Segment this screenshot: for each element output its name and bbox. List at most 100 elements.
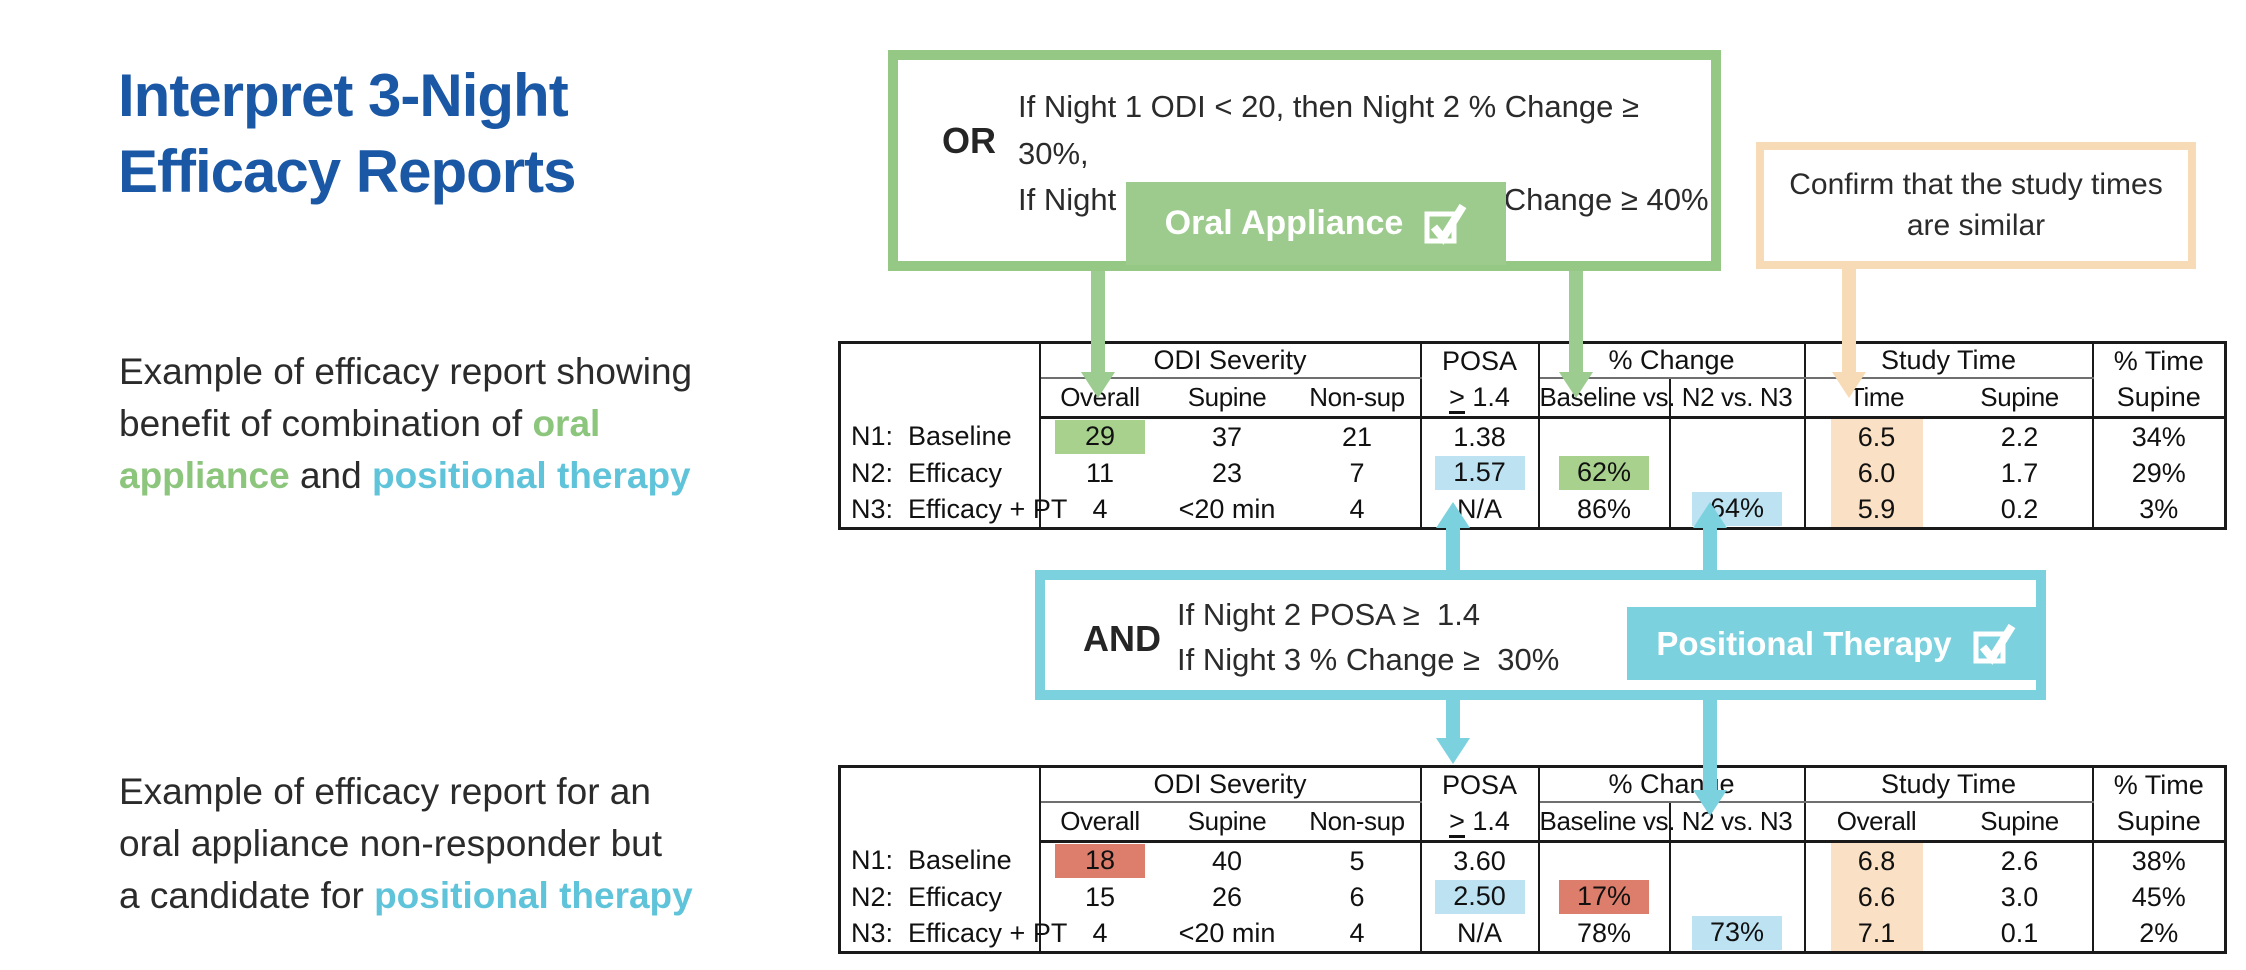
or-condition-line1: If Night 1 ODI < 20, then Night 2 % Chan… bbox=[1018, 89, 1639, 171]
and-label: AND bbox=[1083, 618, 1161, 659]
and-condition-line1: If Night 2 POSA ≥ 1.4 bbox=[1177, 597, 1481, 632]
row-label: N3: Efficacy + PT bbox=[839, 915, 1067, 953]
highlighted-value-blue: 1.57 bbox=[1434, 456, 1525, 490]
sub-header-non-sup: Non-sup bbox=[1294, 377, 1422, 419]
row-label: N1: Baseline bbox=[839, 841, 1041, 879]
green-arrow-odi-overall bbox=[1091, 266, 1105, 374]
table-cell: 4 bbox=[1092, 917, 1108, 948]
highlighted-value-peach: 6.5 bbox=[1830, 419, 1923, 455]
highlighted-value-peach: 5.9 bbox=[1830, 491, 1923, 527]
table-cell: 11 bbox=[1085, 457, 1115, 488]
table-cell: 5 bbox=[1294, 841, 1422, 879]
sub-header-supine: Supine bbox=[1947, 377, 2094, 419]
table-cell: 29% bbox=[2131, 457, 2186, 488]
caption-segment: Example of efficacy report for an bbox=[119, 771, 651, 812]
table-cell: 7.1 bbox=[1805, 915, 1948, 953]
table-cell: 3.0 bbox=[1947, 879, 2094, 915]
table-cell: 18 bbox=[1040, 842, 1160, 880]
table-cell: 0.2 bbox=[1947, 491, 2094, 529]
table-cell bbox=[1669, 417, 1806, 455]
caption-segment: oral appliance non-responder but bbox=[119, 822, 663, 864]
table-cell: 6.5 bbox=[1805, 418, 1948, 455]
group-header-pct-change: % Change bbox=[1538, 342, 1806, 379]
table-cell: 4 bbox=[1294, 915, 1422, 953]
caption-line: oral appliance non-responder but bbox=[119, 818, 799, 870]
highlighted-value-red: 17% bbox=[1559, 880, 1650, 914]
table-cell: 2.50 bbox=[1420, 879, 1540, 915]
pct-time-title: % Time bbox=[2113, 770, 2204, 801]
table-cell: N/A bbox=[1420, 915, 1540, 953]
table-cell: <20 min bbox=[1178, 917, 1276, 948]
caption-line: benefit of combination of oral bbox=[119, 398, 799, 450]
table-cell: 4 bbox=[1294, 491, 1422, 529]
group-header-posa: POSA> 1.4 bbox=[1420, 342, 1540, 419]
green-arrowhead-icon bbox=[1081, 372, 1115, 398]
table-cell: 2.2 bbox=[1947, 417, 2094, 455]
table-cell: 17% bbox=[1538, 879, 1671, 915]
sub-header-n2-vs-n3: N2 vs. N3 bbox=[1669, 377, 1806, 419]
row-label: N2: Efficacy bbox=[839, 879, 1041, 915]
sub-header-supine: Supine bbox=[1947, 801, 2094, 843]
caption-line: a candidate for positional therapy bbox=[119, 870, 799, 922]
group-header-posa: POSA > 1.4 bbox=[1420, 766, 1540, 843]
table-cell: 78% bbox=[1538, 915, 1671, 953]
and-conditions: If Night 2 POSA ≥ 1.4 If Night 3 % Chang… bbox=[1177, 592, 1559, 683]
teal-arrowhead-icon bbox=[1693, 790, 1727, 816]
peach-arrow-study-time bbox=[1842, 264, 1856, 374]
table-cell: 2% bbox=[2139, 917, 2179, 948]
sub-header-time: Time bbox=[1804, 377, 1948, 419]
table-cell: 6.0 bbox=[1805, 455, 1948, 491]
table-cell: 7 bbox=[1294, 455, 1422, 491]
confirm-line2: are similar bbox=[1906, 208, 2046, 242]
pct-time-sub: Supine bbox=[2116, 382, 2201, 412]
pct-time-sub: Supine bbox=[2116, 806, 2201, 836]
highlighted-value-blue: 73% bbox=[1692, 916, 1783, 950]
sub-header-overall: Overall bbox=[1804, 801, 1948, 843]
table-cell: 26 bbox=[1211, 881, 1243, 912]
table-cell: 37 bbox=[1211, 421, 1243, 452]
teal-arrowhead-icon bbox=[1436, 738, 1470, 764]
caption-segment: benefit of combination of bbox=[119, 402, 533, 444]
table-cell: 3% bbox=[2139, 493, 2179, 524]
highlighted-value-peach: 6.6 bbox=[1830, 879, 1923, 915]
table-cell: <20 min bbox=[1178, 493, 1276, 524]
table-cell bbox=[1669, 455, 1806, 491]
highlighted-value-peach: 6.8 bbox=[1830, 843, 1923, 879]
table-cell: 3.60 bbox=[1420, 841, 1540, 879]
row-label: N2: Efficacy bbox=[839, 455, 1041, 491]
green-arrow-pct-change bbox=[1569, 266, 1583, 374]
posa-title: POSA bbox=[1442, 346, 1518, 377]
caption-positional-therapy-example: Example of efficacy report for an oral ap… bbox=[119, 766, 799, 921]
highlighted-value-red: 18 bbox=[1055, 844, 1145, 878]
caption-segment: oral bbox=[532, 402, 601, 444]
table-cell bbox=[1538, 841, 1671, 879]
teal-arrowhead-icon bbox=[1693, 502, 1727, 528]
table-cell: 29 bbox=[1040, 418, 1160, 456]
sub-header-supine: Supine bbox=[1159, 377, 1295, 419]
positional-therapy-badge: Positional Therapy bbox=[1627, 607, 2045, 680]
checkbox-check-icon bbox=[1973, 623, 2016, 665]
gte-symbol: > bbox=[1449, 382, 1465, 414]
table-cell: 6.8 bbox=[1805, 842, 1948, 879]
highlighted-value-green: 29 bbox=[1055, 420, 1145, 454]
caption-line: appliance and positional therapy bbox=[119, 450, 799, 502]
peach-arrowhead-icon bbox=[1832, 372, 1866, 398]
posa-title: POSA bbox=[1442, 770, 1518, 801]
confirm-line1: Confirm that the study times bbox=[1789, 168, 2163, 201]
page-title: Interpret 3-Night Efficacy Reports bbox=[118, 58, 576, 209]
highlighted-value-peach: 6.0 bbox=[1830, 455, 1923, 491]
posa-threshold: > 1.4 bbox=[1449, 806, 1510, 838]
